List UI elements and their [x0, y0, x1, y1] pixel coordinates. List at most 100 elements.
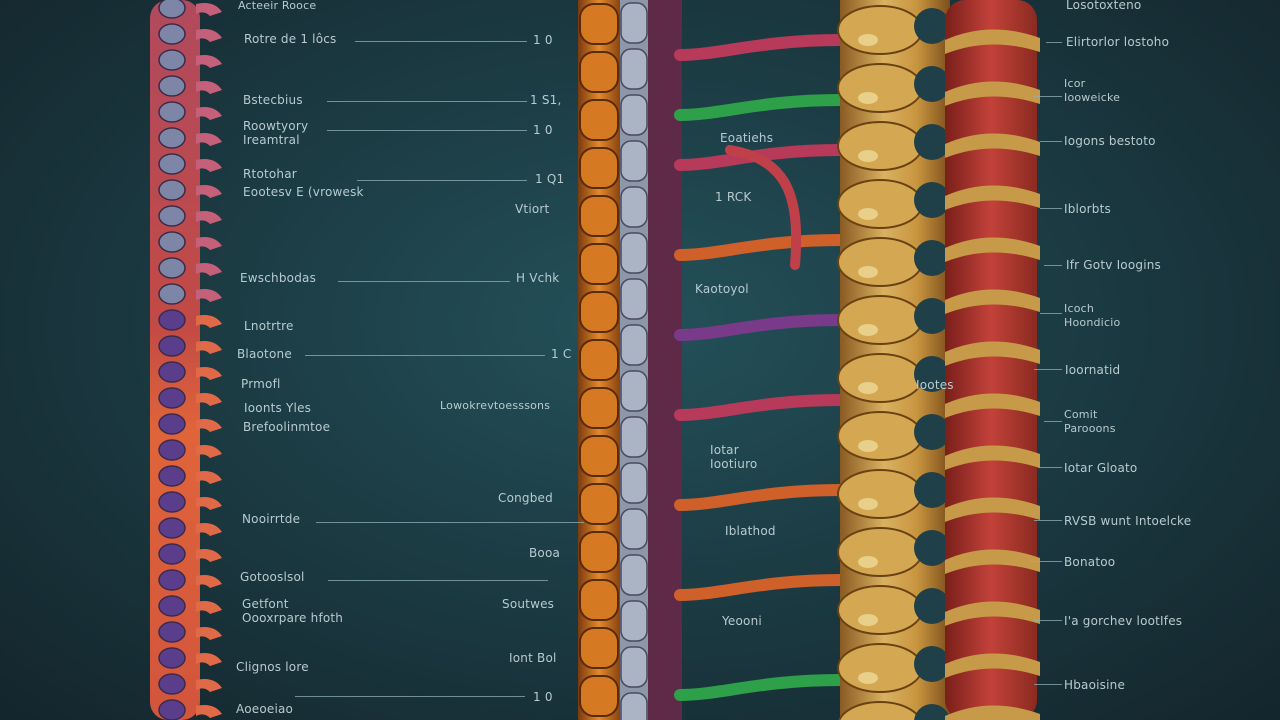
- left-spinal-column: [150, 0, 200, 720]
- disc: [620, 600, 648, 642]
- left-disc: [158, 283, 186, 305]
- leader-line: [355, 41, 527, 42]
- label: Vtiort: [515, 202, 550, 216]
- foramen: [914, 530, 950, 566]
- foramen: [914, 298, 950, 334]
- nerve-root: [674, 234, 846, 261]
- left-process: [196, 523, 222, 536]
- facet: [858, 34, 878, 46]
- left-process: [196, 289, 222, 302]
- disc: [620, 692, 648, 720]
- facet: [858, 498, 878, 510]
- left-disc: [158, 153, 186, 175]
- left-process: [196, 133, 222, 146]
- vertebra: [837, 121, 923, 171]
- nerve-root: [674, 34, 846, 61]
- nerve-root: [674, 674, 846, 701]
- label: 1 C: [551, 347, 572, 361]
- leader-line: [1034, 684, 1062, 685]
- disc: [620, 278, 648, 320]
- central-vertebra: [579, 147, 619, 189]
- label: Booa: [529, 546, 561, 560]
- left-disc: [158, 23, 186, 45]
- foramen: [914, 240, 950, 276]
- vertebra: [837, 469, 923, 519]
- label: Iotar Iootiuro: [710, 443, 758, 471]
- left-process: [196, 497, 222, 510]
- central-vertebra: [579, 627, 619, 669]
- foramen: [914, 414, 950, 450]
- left-process: [196, 601, 222, 614]
- left-disc: [158, 543, 186, 565]
- nerve-root: [674, 484, 846, 511]
- label: Lowokrevtoesssons: [440, 399, 551, 412]
- leader-line: [327, 130, 527, 131]
- label: Brefoolinmtoe: [243, 420, 331, 434]
- left-process: [196, 315, 222, 328]
- leader-line: [1034, 520, 1062, 521]
- leader-line: [328, 580, 548, 581]
- facet: [858, 556, 878, 568]
- left-disc: [158, 699, 186, 720]
- label: Iblathod: [725, 524, 776, 538]
- central-vertebra: [579, 99, 619, 141]
- facet: [858, 440, 878, 452]
- label: Clignos lore: [236, 660, 309, 674]
- central-vertebra: [579, 435, 619, 477]
- vertebra: [837, 63, 923, 113]
- vertebra: [837, 527, 923, 577]
- leader-line: [1034, 96, 1062, 97]
- nerve-root: [674, 314, 846, 341]
- left-disc: [158, 361, 186, 383]
- label: RVSB wunt Intoelcke: [1064, 514, 1192, 528]
- left-process: [196, 55, 222, 68]
- left-process: [196, 263, 222, 276]
- central-vertebra: [579, 339, 619, 381]
- left-process: [196, 107, 222, 120]
- facet: [858, 266, 878, 278]
- label: Eoatiehs: [720, 131, 774, 145]
- left-process: [196, 211, 222, 224]
- left-process: [196, 3, 222, 16]
- vertebra: [837, 295, 923, 345]
- leader-line: [1034, 369, 1062, 370]
- label: Comit Parooons: [1064, 408, 1116, 435]
- left-disc: [158, 595, 186, 617]
- central-vertebra: [579, 387, 619, 429]
- left-process: [196, 29, 222, 42]
- left-process: [196, 445, 222, 458]
- leader-line: [1038, 467, 1062, 468]
- foramen: [914, 588, 950, 624]
- label: 1 Q1: [535, 172, 565, 186]
- central-vertebra: [579, 579, 619, 621]
- rib-band: [945, 601, 1040, 626]
- vertebra: [838, 701, 922, 720]
- rib-band: [945, 653, 1040, 678]
- left-process: [196, 653, 222, 666]
- central-vertebra: [579, 291, 619, 333]
- disc: [620, 232, 648, 274]
- left-disc: [158, 335, 186, 357]
- left-process: [196, 393, 222, 406]
- vertebra: [837, 585, 923, 635]
- left-disc: [158, 517, 186, 539]
- left-disc: [158, 0, 186, 19]
- left-disc: [158, 413, 186, 435]
- rib-band: [945, 497, 1040, 522]
- left-disc: [158, 621, 186, 643]
- label: Gotooslsol: [240, 570, 305, 584]
- rib-band: [945, 133, 1040, 158]
- left-process: [196, 419, 222, 432]
- disc: [620, 416, 648, 458]
- foramen: [914, 8, 950, 44]
- label: Iblorbts: [1064, 202, 1111, 216]
- leader-line: [1044, 265, 1062, 266]
- central-vertebra: [579, 3, 619, 45]
- rib-band: [945, 29, 1040, 54]
- leader-line: [1040, 313, 1062, 314]
- left-disc: [158, 569, 186, 591]
- central-vertebra: [579, 195, 619, 237]
- facet: [858, 92, 878, 104]
- vertebra: [837, 353, 923, 403]
- leader-line: [338, 281, 510, 282]
